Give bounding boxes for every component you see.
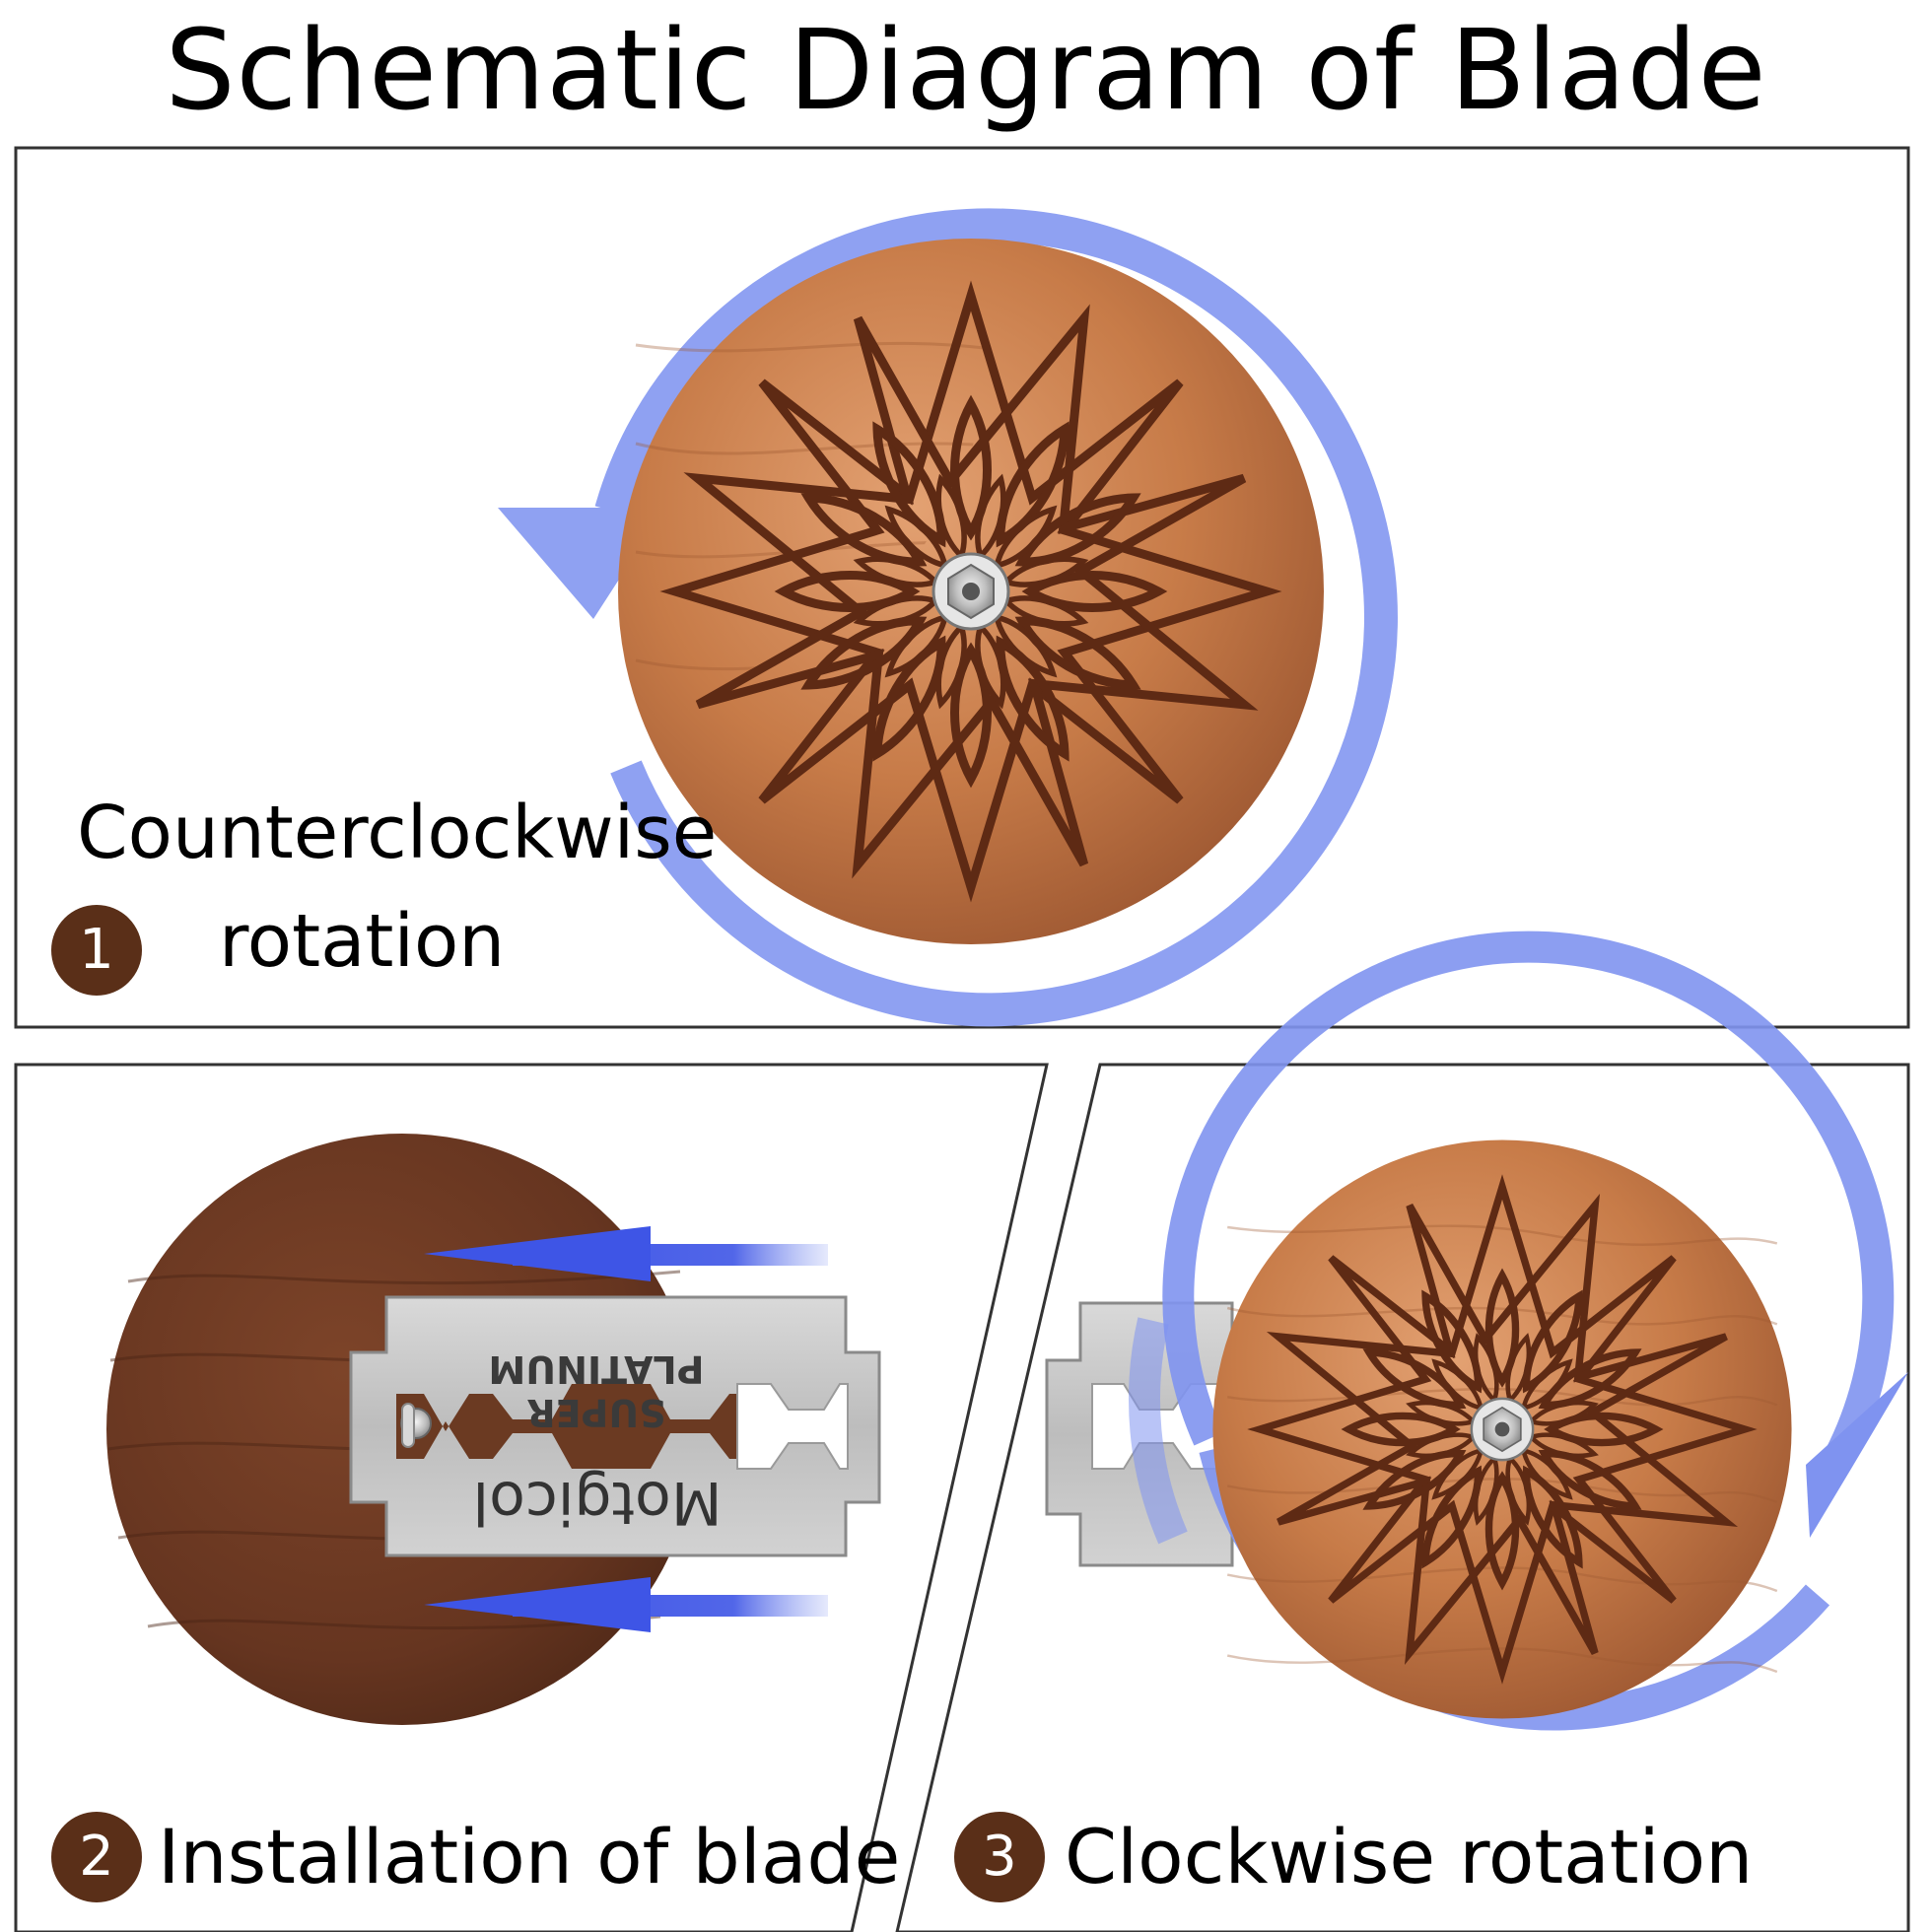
step-2-label: Installation of blade [158,1813,901,1900]
wooden-knob-installed [1186,1113,1820,1747]
insert-arrow-icon [424,1226,828,1632]
blade-text-super: SUPER [526,1391,665,1434]
step-1-label-line-2: rotation [219,899,506,984]
wooden-knob [585,205,1357,978]
step-2-badge: 2 [51,1812,142,1902]
blade-text-platinum: PLATINUM [488,1347,704,1391]
step-3-label: Clockwise rotation [1065,1813,1754,1900]
step-3-badge: 3 [954,1812,1045,1902]
razor-blade: SUPER PLATINUM Motgicol [349,1295,881,1557]
step-1-label-line-1: Counterclockwise [77,791,718,875]
step-1-badge: 1 [51,905,142,996]
blade-brand: Motgicol [472,1468,722,1537]
rotate-cw-arrow-front [1129,1317,1188,1545]
